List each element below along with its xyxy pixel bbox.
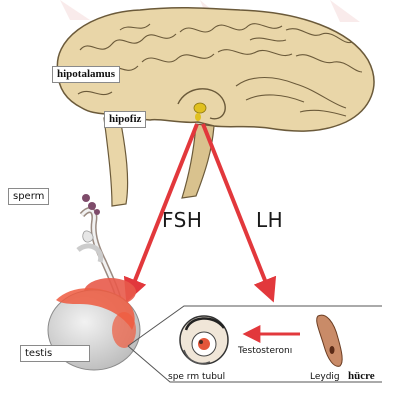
lh-label: LH	[256, 208, 283, 232]
sperm-label: sperm	[8, 188, 49, 205]
cell-label: hücre	[348, 370, 375, 382]
hypothalamus-label: hipotalamus	[52, 66, 120, 83]
testis-label: testis	[20, 345, 90, 362]
fsh-label: FSH	[162, 208, 202, 232]
testosterone-label: Testosteronı	[238, 346, 292, 356]
sperm-tubule-label: spe rm tubul	[168, 372, 225, 382]
brain-illustration	[57, 8, 374, 206]
cross-section-panel	[128, 306, 382, 382]
testis-illustration	[48, 194, 140, 370]
leydig-label: Leydig	[310, 372, 340, 382]
pituitary-label: hipofiz	[104, 111, 146, 128]
